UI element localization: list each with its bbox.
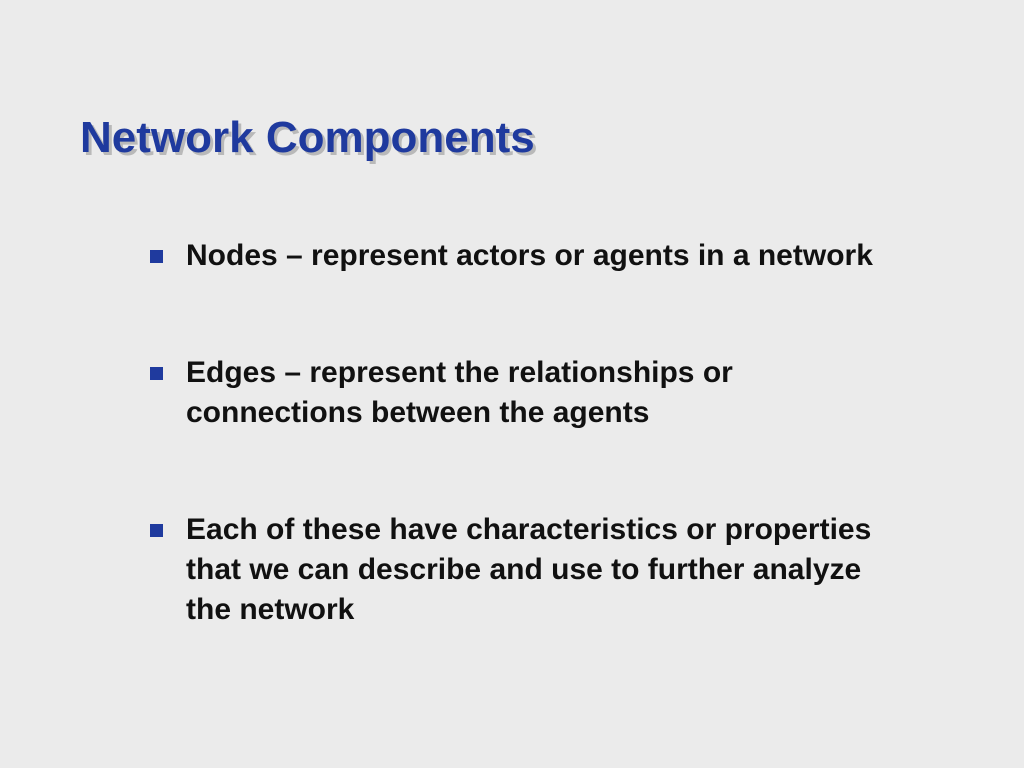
square-bullet-icon (150, 367, 163, 380)
bullet-text: Edges – represent the relationships or c… (186, 356, 733, 429)
bullet-item-characteristics: Each of these have characteristics or pr… (150, 510, 890, 630)
square-bullet-icon (150, 524, 163, 537)
square-bullet-icon (150, 250, 163, 263)
bullet-item-edges: Edges – represent the relationships or c… (150, 353, 890, 433)
bullet-text: Nodes – represent actors or agents in a … (186, 239, 873, 272)
bullet-list: Nodes – represent actors or agents in a … (150, 236, 890, 630)
bullet-text: Each of these have characteristics or pr… (186, 513, 872, 626)
slide-title: Network Components (80, 113, 535, 162)
bullet-item-nodes: Nodes – represent actors or agents in a … (150, 236, 890, 276)
